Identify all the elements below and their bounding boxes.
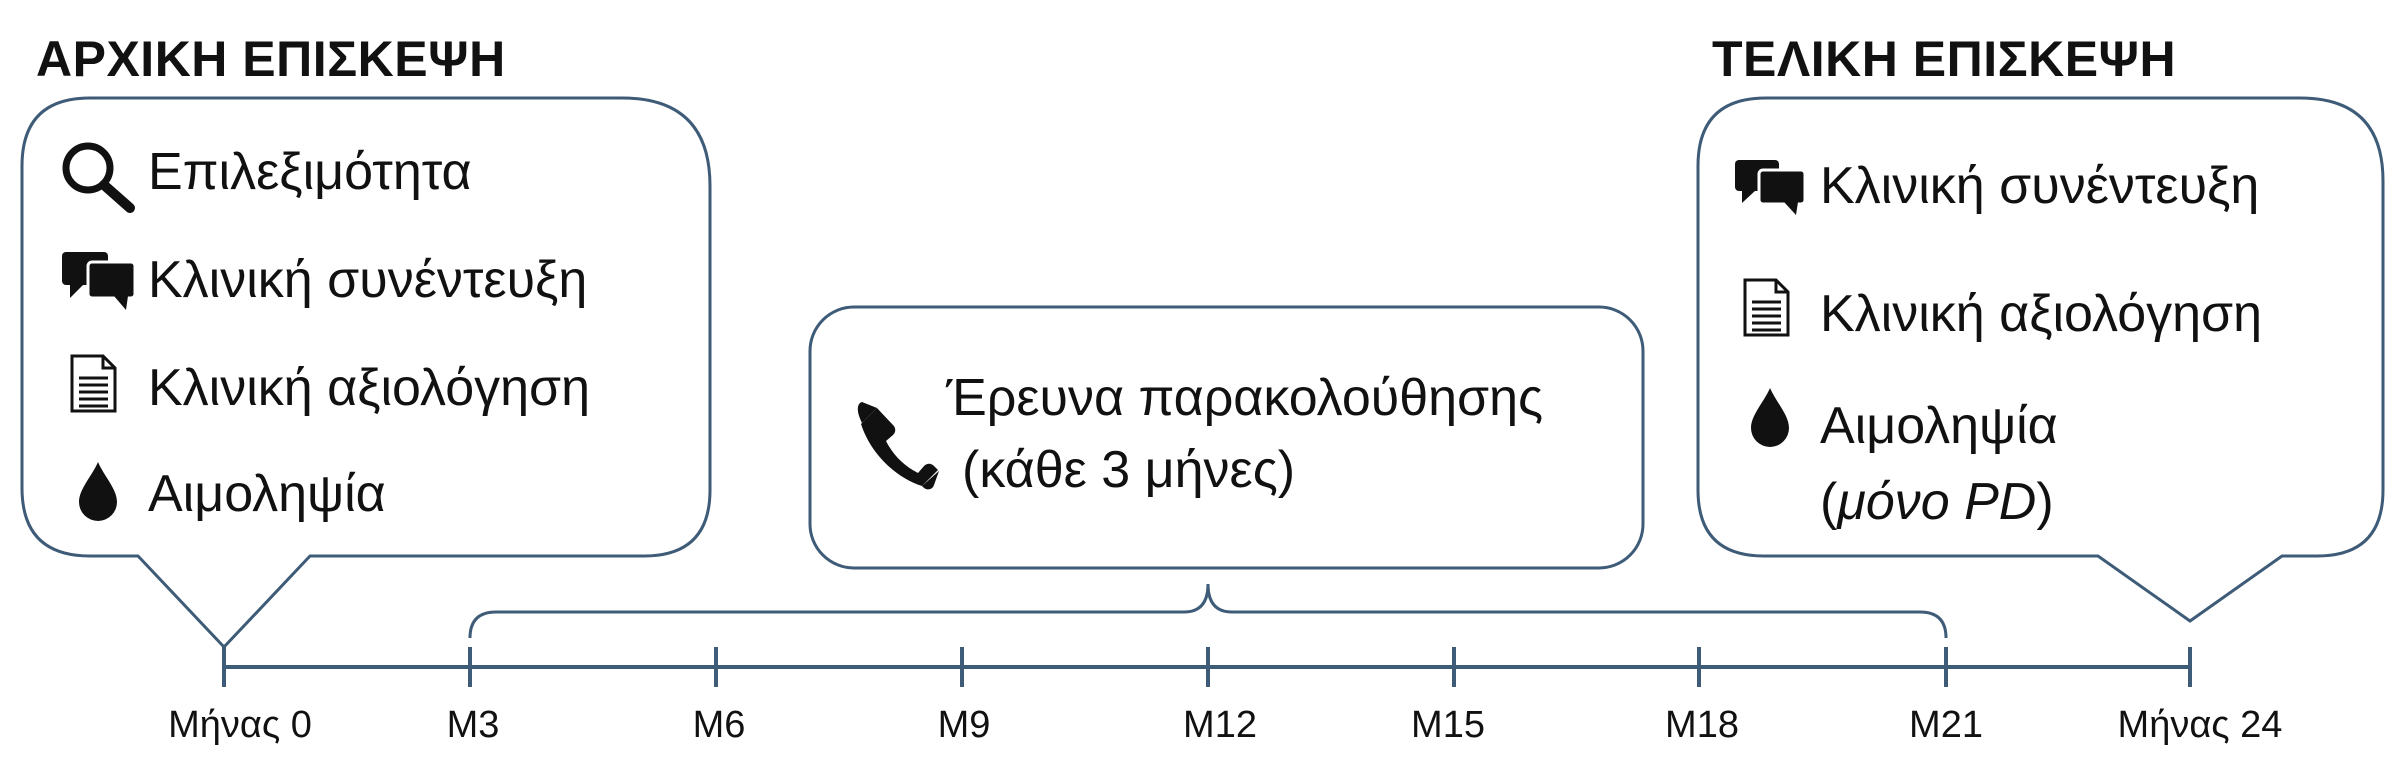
- search-icon: [62, 142, 135, 213]
- chat-bubbles-icon: [1735, 160, 1807, 215]
- note-open-paren: (: [1820, 473, 1838, 531]
- note-close-paren: ): [2036, 473, 2054, 531]
- follow-up-box: [808, 305, 1645, 570]
- tick-label-m6: M6: [692, 704, 746, 746]
- final-item-blood-draw-note: (μόνο PD): [1820, 476, 2054, 528]
- phone-icon: [857, 402, 939, 490]
- final-item-blood-draw: Αιμοληψία: [1820, 397, 2058, 455]
- follow-up-frequency: (κάθε 3 μήνες): [962, 441, 1296, 499]
- tick-label-m15: M15: [1411, 704, 1485, 746]
- blood-drop-icon: [1751, 388, 1789, 447]
- tick-label-m12: M12: [1183, 704, 1257, 746]
- blood-drop-icon: [79, 462, 117, 521]
- final-visit-heading: ΤΕΛΙΚΗ ΕΠΙΣΚΕΨΗ: [1712, 31, 2177, 87]
- initial-visit-callout: [20, 96, 712, 650]
- tick-label-m3: M3: [446, 704, 500, 746]
- initial-item-blood-draw: Αιμοληψία: [148, 465, 386, 523]
- final-item-clinical-interview: Κλινική συνέντευξη: [1820, 157, 2260, 215]
- document-icon: [70, 354, 117, 413]
- follow-up-brace: [468, 583, 1948, 639]
- timeline-ticks: [222, 647, 2192, 687]
- final-item-clinical-assessment: Κλινική αξιολόγηση: [1820, 285, 2263, 343]
- note-pd-only: μόνο PD: [1837, 473, 2037, 531]
- tick-label-m18: M18: [1665, 704, 1739, 746]
- document-icon: [1743, 278, 1790, 337]
- follow-up-title: Έρευνα παρακολούθησης: [946, 369, 1544, 427]
- tick-label-m9: M9: [937, 704, 991, 746]
- final-visit-callout: [1696, 96, 2385, 623]
- initial-item-clinical-interview: Κλινική συνέντευξη: [148, 251, 588, 309]
- initial-visit-heading: ΑΡΧΙΚΗ ΕΠΙΣΚΕΨΗ: [36, 31, 506, 87]
- tick-label-m21: M21: [1909, 704, 1983, 746]
- tick-label-month-24: Μήνας 24: [2117, 704, 2283, 746]
- chat-bubbles-icon: [62, 252, 137, 310]
- initial-item-eligibility: Επιλεξιμότητα: [148, 143, 472, 201]
- tick-label-month-0: Μήνας 0: [168, 704, 312, 746]
- initial-item-clinical-assessment: Κλινική αξιολόγηση: [148, 359, 591, 417]
